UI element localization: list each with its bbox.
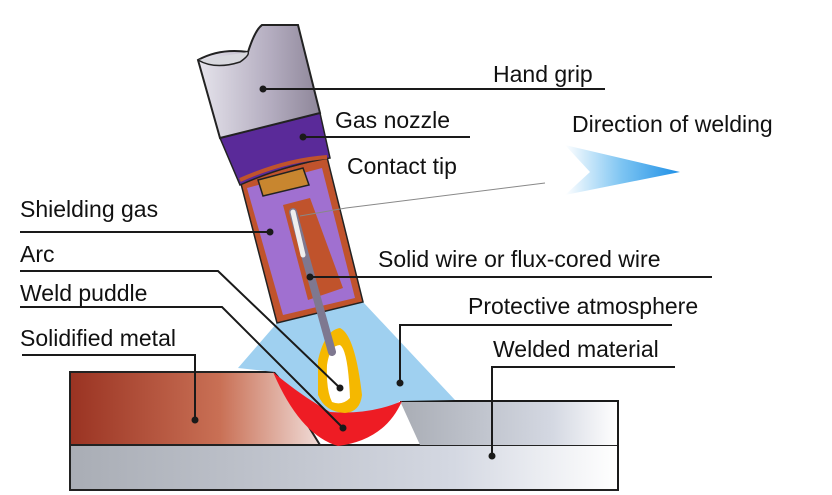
label-shielding-gas: Shielding gas — [20, 196, 158, 222]
welding-torch — [196, 24, 364, 356]
label-protective-atmosphere: Protective atmosphere — [468, 293, 698, 319]
label-solid-wire: Solid wire or flux-cored wire — [378, 246, 660, 272]
label-weld-puddle: Weld puddle — [20, 280, 147, 306]
label-gas-nozzle: Gas nozzle — [335, 107, 450, 133]
label-hand-grip: Hand grip — [493, 61, 593, 87]
label-arc: Arc — [20, 241, 55, 267]
label-welded-material: Welded material — [493, 336, 659, 362]
leader-lines — [20, 85, 712, 460]
label-contact-tip: Contact tip — [347, 153, 457, 179]
label-direction-of-welding: Direction of welding — [572, 111, 773, 137]
direction-arrow — [565, 145, 680, 195]
label-solidified-metal: Solidified metal — [20, 325, 176, 351]
welded-material — [69, 400, 619, 491]
weld-puddle — [273, 372, 402, 446]
